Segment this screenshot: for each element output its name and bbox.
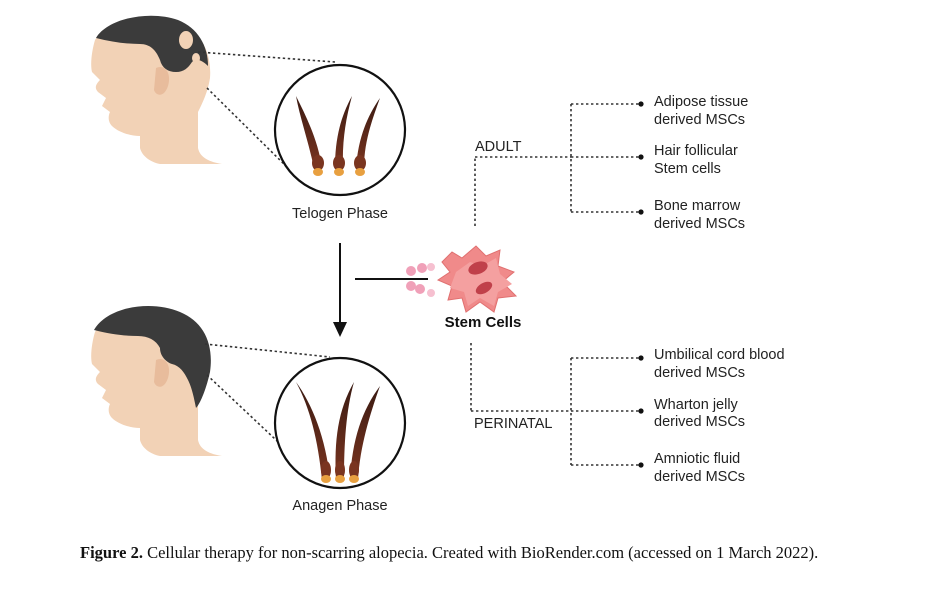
- perinatal-item-1-dot: [638, 355, 644, 361]
- stem-cells-label: Stem Cells: [445, 314, 522, 331]
- telogen-connector-top: [197, 51, 336, 63]
- adult-item-2-dot: [638, 154, 644, 160]
- figure-caption: Figure 2. Cellular therapy for non-scarr…: [80, 541, 880, 564]
- perinatal-item-2-line1: Wharton jelly: [654, 397, 739, 413]
- perinatal-item-3-line1: Amniotic fluid: [654, 451, 740, 467]
- perinatal-item-1-line1: Umbilical cord blood: [654, 347, 785, 363]
- perinatal-label: PERINATAL: [474, 416, 552, 432]
- anagen-connector-top: [204, 343, 331, 358]
- adult-label: ADULT: [475, 139, 522, 155]
- telogen-follicle-circle: [273, 63, 407, 197]
- perinatal-item-3-line2: derived MSCs: [654, 469, 745, 485]
- perinatal-item-1-line2: derived MSCs: [654, 365, 745, 381]
- anagen-hair-strands-icon: [296, 382, 380, 483]
- adult-item-1-line2: derived MSCs: [654, 112, 745, 128]
- adult-item-3-line2: derived MSCs: [654, 216, 745, 232]
- perinatal-item-3-dot: [638, 462, 644, 468]
- adult-item-1-line1: Adipose tissue: [654, 94, 748, 110]
- head-with-hair-icon: [91, 306, 222, 456]
- adult-item-3-line1: Bone marrow: [654, 198, 741, 214]
- phase-transition-arrow: [333, 243, 347, 337]
- stem-cells-icon: [406, 245, 518, 313]
- perinatal-item-2-dot: [638, 408, 644, 414]
- anagen-follicle-circle: [273, 356, 407, 490]
- perinatal-item-2-line2: derived MSCs: [654, 414, 745, 430]
- telogen-phase-label: Telogen Phase: [292, 206, 388, 222]
- anagen-phase-label: Anagen Phase: [292, 498, 387, 514]
- figure-caption-text: Cellular therapy for non-scarring alopec…: [147, 543, 819, 562]
- figure-caption-label: Figure 2.: [80, 543, 143, 562]
- telogen-connector-bottom: [206, 87, 291, 171]
- balding-head-icon: [91, 15, 222, 164]
- adult-item-1-dot: [638, 101, 644, 107]
- adult-item-3-dot: [638, 209, 644, 215]
- adult-item-2-line2: Stem cells: [654, 161, 721, 177]
- adult-item-2-line1: Hair follicular: [654, 143, 738, 159]
- telogen-hair-strands-icon: [296, 96, 380, 176]
